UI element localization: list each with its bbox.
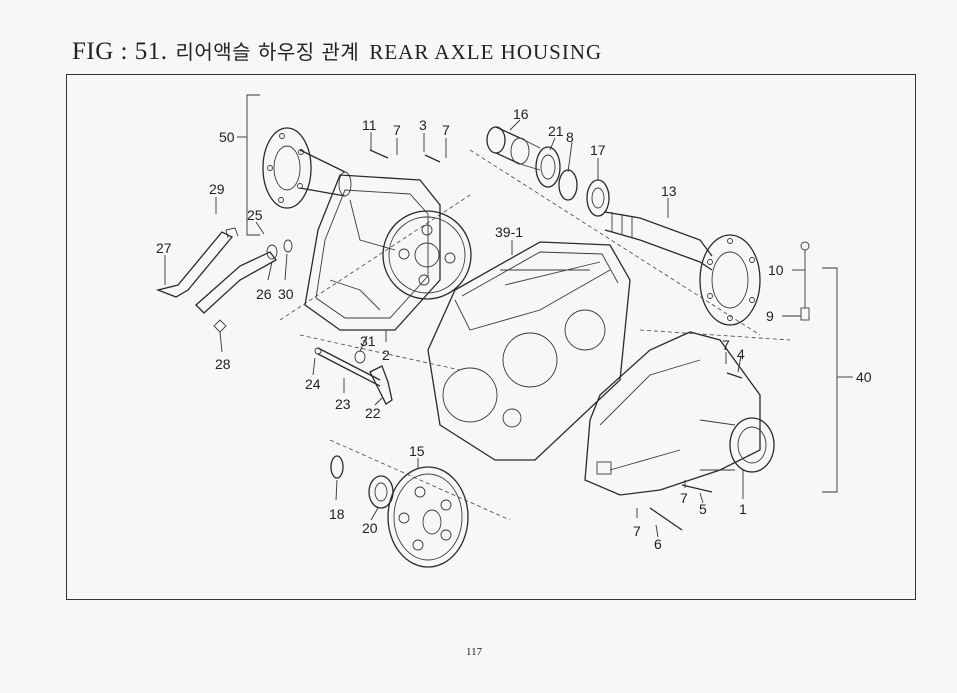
callout-label: 5	[699, 501, 707, 517]
callout-label: 15	[409, 443, 425, 459]
part-50-left-axle	[262, 127, 352, 209]
part-39-1-center-case	[427, 241, 631, 461]
callout-label: 25	[247, 207, 263, 223]
assembly-lines	[279, 149, 791, 521]
figure-title-korean: 리어액슬 하우징 관계	[175, 40, 360, 64]
dipstick	[800, 241, 810, 321]
callout-label: 2	[382, 347, 390, 363]
callout-label: 22	[365, 405, 381, 421]
figure-number: FIG : 51.	[72, 38, 168, 65]
callout-label: 20	[362, 520, 378, 536]
callout-label: 21	[548, 123, 564, 139]
fork-shaft	[314, 347, 393, 405]
callout-label: 28	[215, 356, 231, 372]
callout-label: 10	[768, 262, 784, 278]
callout-label: 27	[156, 240, 172, 256]
page-number: 117	[466, 646, 483, 658]
callout-label: 30	[278, 286, 294, 302]
callout-label: 17	[590, 142, 606, 158]
callout-label: 7	[680, 490, 688, 506]
callout-label: 24	[305, 376, 321, 392]
bracket-40	[822, 267, 838, 493]
part-1-right-housing	[584, 331, 775, 496]
callout-label: 16	[513, 106, 529, 122]
callout-label: 8	[566, 129, 574, 145]
leader-lines	[164, 119, 853, 538]
part-15-gear-assembly	[330, 455, 469, 568]
callout-label: 3	[419, 117, 427, 133]
lever-linkage	[155, 227, 293, 333]
callout-label: 23	[335, 396, 351, 412]
callout-label: 7	[722, 337, 730, 353]
callout-label: 18	[329, 506, 345, 522]
callout-label: 29	[209, 181, 225, 197]
callout-label: 40	[856, 369, 872, 385]
part-2-left-housing	[304, 174, 472, 331]
bolts	[369, 149, 743, 531]
callout-labels: 50 29 25 27 26 30 28 11 7 3 7 31 2 24 23…	[156, 106, 872, 552]
callout-label: 4	[737, 346, 745, 362]
callout-label: 31	[360, 333, 376, 349]
callout-label: 7	[633, 523, 641, 539]
part-13-right-axle	[604, 211, 761, 326]
callout-label: 13	[661, 183, 677, 199]
callout-label: 7	[442, 122, 450, 138]
bearing-stack	[486, 126, 610, 217]
figure-title-english: REAR AXLE HOUSING	[369, 40, 603, 64]
callout-label: 1	[739, 501, 747, 517]
figure-title: FIG : 51. 리어액슬 하우징 관계 REAR AXLE HOUSING	[72, 36, 602, 66]
callout-label: 26	[256, 286, 272, 302]
diagram-frame	[66, 74, 916, 600]
callout-label: 39-1	[495, 224, 523, 240]
callout-label: 6	[654, 536, 662, 552]
callout-label: 9	[766, 308, 774, 324]
bracket-50	[246, 94, 260, 236]
callout-label: 50	[219, 129, 235, 145]
callout-label: 11	[362, 117, 377, 133]
callout-label: 7	[393, 122, 401, 138]
